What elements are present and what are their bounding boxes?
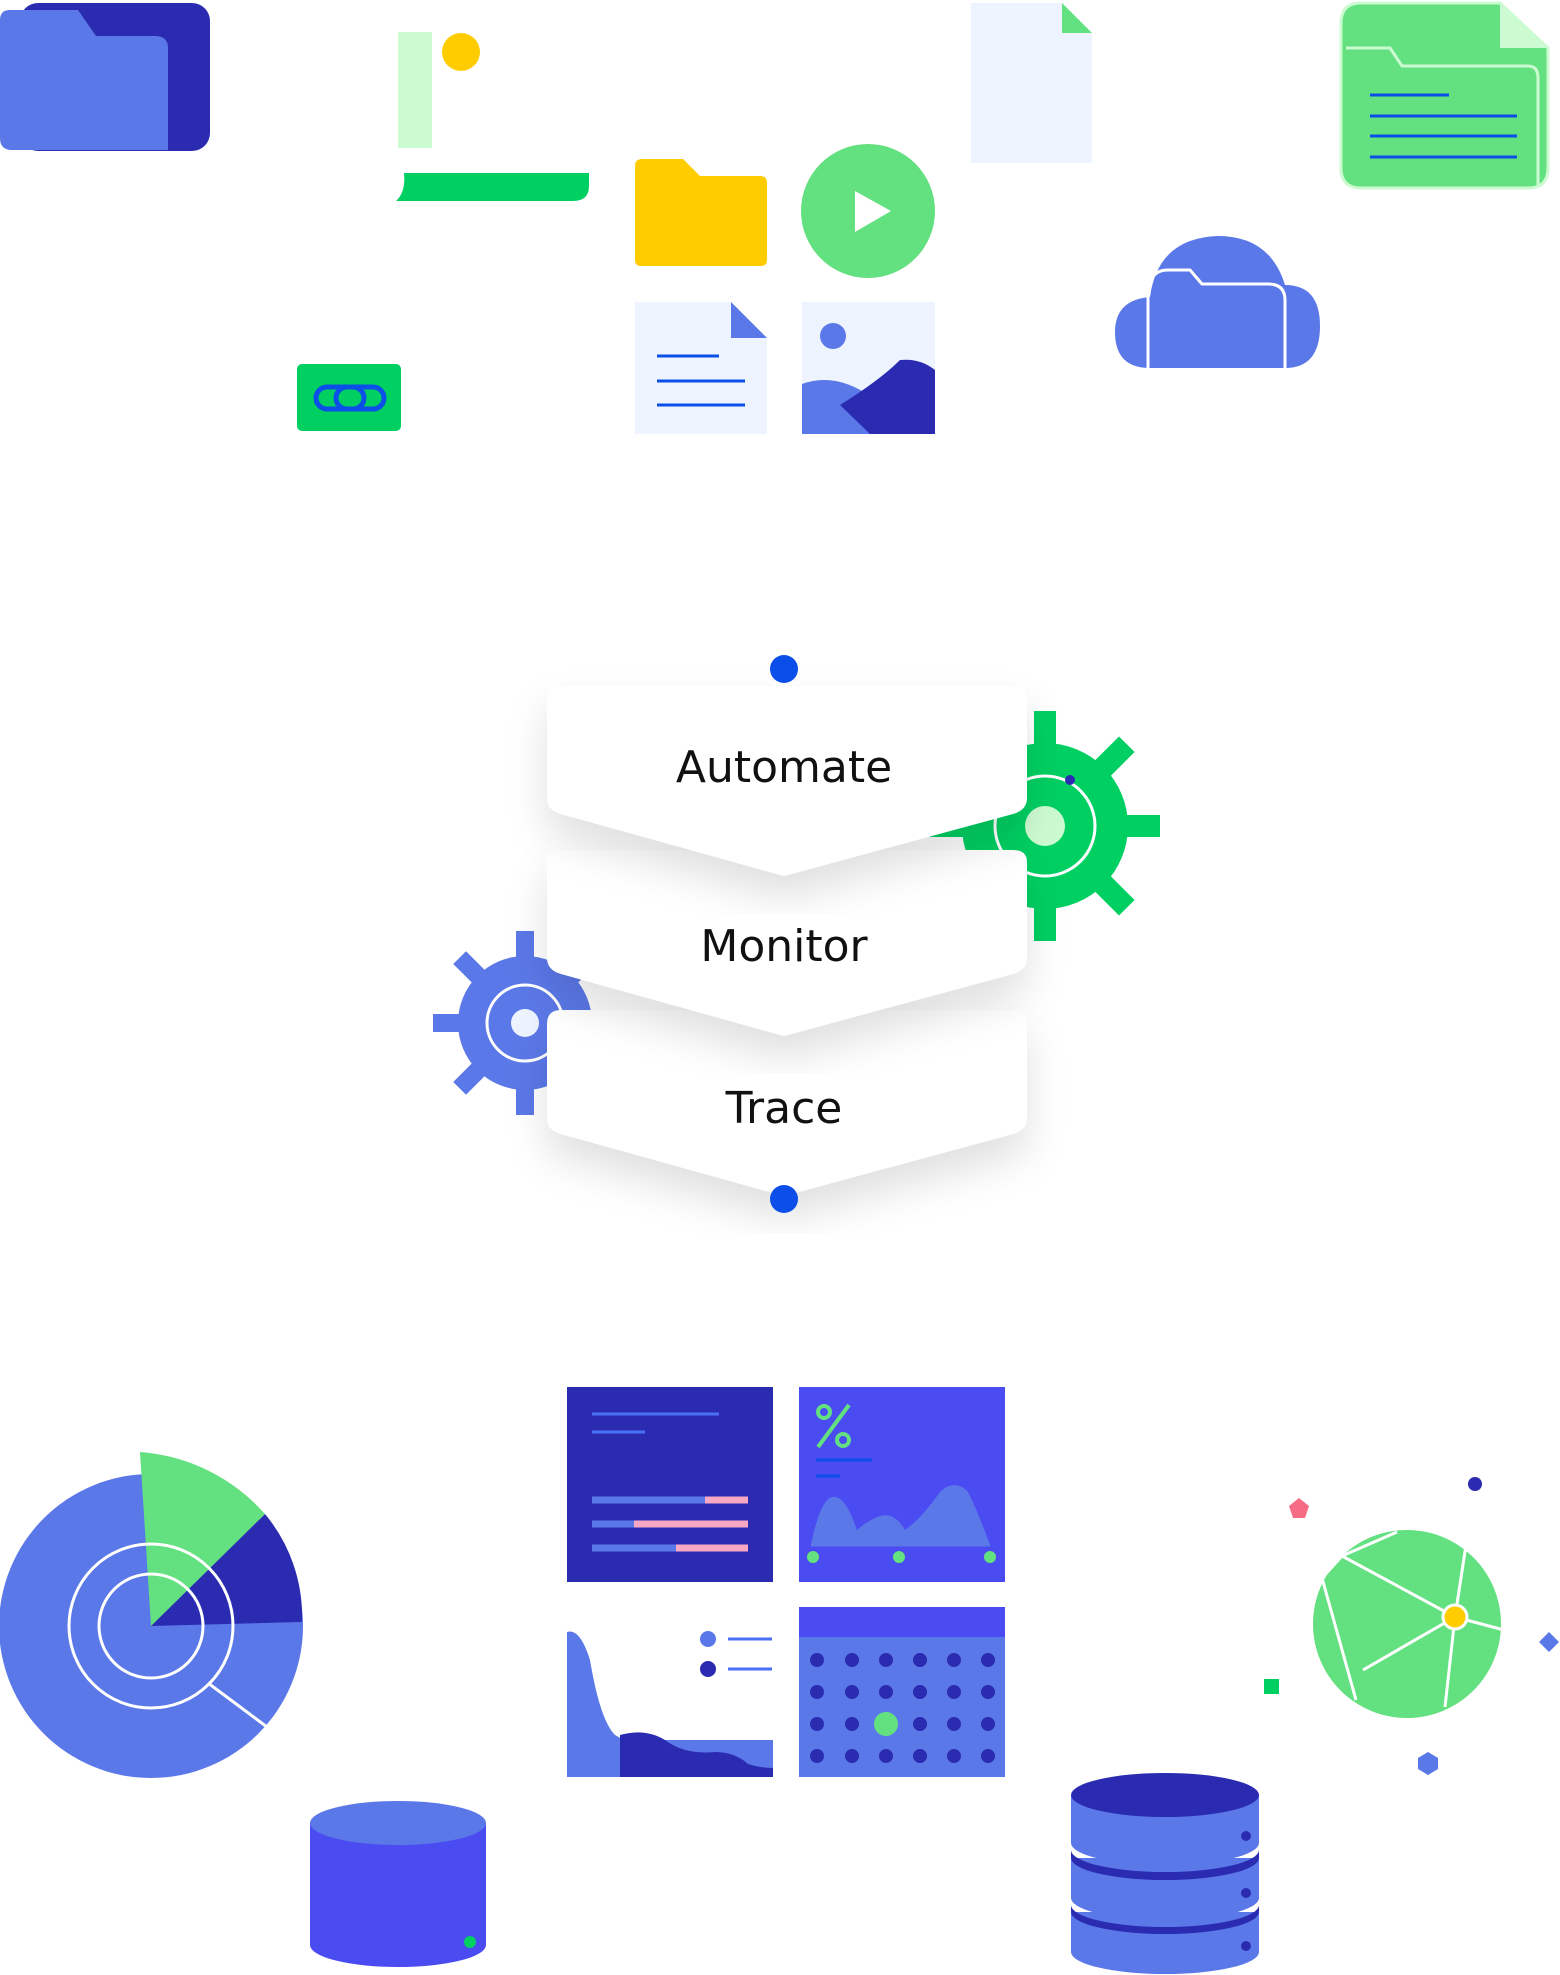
green-document-folder-icon [1339, 1, 1550, 190]
percent-chart-card-icon [799, 1387, 1005, 1582]
server-stack-icon [1071, 1773, 1259, 1974]
square-shape [1264, 1679, 1279, 1694]
database-icon [310, 1801, 486, 1967]
calendar-card-icon [799, 1607, 1005, 1777]
dot-shape [1468, 1477, 1482, 1491]
stage-card-monitor [547, 850, 1027, 1036]
stage-label-monitor: Monitor [700, 921, 868, 972]
report-card-icon [567, 1387, 773, 1582]
stage-label-trace: Trace [725, 1083, 843, 1134]
network-globe-icon [1313, 1530, 1505, 1718]
radar-chart-icon [0, 1452, 303, 1778]
text-document-icon [635, 302, 767, 434]
play-button-icon [801, 144, 935, 278]
diamond-shape [1539, 1632, 1559, 1652]
hexagon-shape [1418, 1752, 1438, 1775]
yellow-folder-icon [635, 159, 767, 266]
stage-card-trace [547, 1010, 1027, 1196]
link-icon [297, 364, 401, 431]
stage-label-automate: Automate [676, 742, 892, 793]
file-icon [971, 3, 1092, 163]
stage-card-automate [547, 686, 1027, 876]
cloud-folder-icon [1115, 236, 1320, 368]
picture-icon [802, 302, 935, 434]
flow-start-dot [770, 655, 798, 683]
image-card-icon [396, 32, 589, 201]
area-chart-card-icon [567, 1631, 773, 1777]
flow-end-dot [770, 1185, 798, 1213]
folder-icon [0, 3, 210, 151]
pentagon-shape [1289, 1498, 1309, 1518]
